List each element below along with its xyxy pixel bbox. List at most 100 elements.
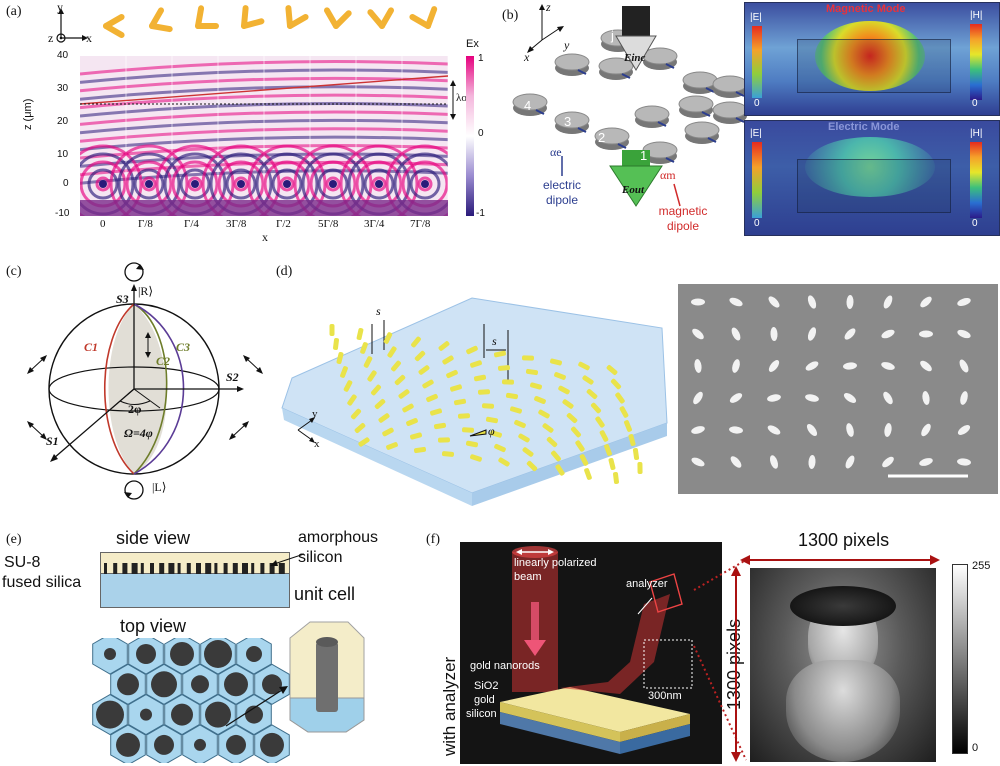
cell-ring [339,144,419,216]
pixels-v-arrow [731,566,741,762]
nanorod [387,346,397,358]
cb-tick-1: 1 [478,53,484,64]
nanorod [494,443,506,453]
s3-label: S3 [116,292,129,306]
sem-nanostructure [957,425,971,435]
electric-arrow [657,121,667,127]
phase-front-line [80,75,448,105]
pillar [242,563,248,574]
nanorod [354,422,366,434]
nanorod [608,457,616,471]
cell-ring [109,144,189,216]
silicon-label: silicon [466,708,497,720]
cell-ring [233,176,249,192]
metasurface-discs [512,6,748,207]
pillar [150,563,154,574]
hex-pillar [96,700,124,729]
panel-e-label: (e) [6,532,22,547]
nanorod [430,408,442,416]
nanorod [383,332,393,344]
analyzer-label: analyzer [626,578,668,590]
panel-e: (e) side view amorphous silicon SU-8 fus… [0,520,400,766]
cell-ring [363,168,395,200]
e-inc-label: Einc [624,52,646,64]
nanorod [356,327,364,341]
cell-ring [293,144,373,216]
colorbar [466,56,474,216]
sem-nanostructure [957,458,971,466]
source-block [622,6,650,36]
nanorod [613,471,619,485]
sem-nanostructure [767,394,781,402]
electric-arrow [701,111,711,117]
nanorod [542,423,554,433]
c1-label: C1 [84,340,99,354]
xtick-0: 0 [100,218,106,230]
portrait-image [750,568,936,762]
omega-label: Ω=4φ [124,426,153,440]
output-stem [622,150,650,166]
xtick-2: Γ/4 [184,218,199,230]
pillar [223,563,228,574]
sem-nanostructure [883,295,893,309]
nanorod [453,398,467,406]
hex-pillar [194,738,206,751]
unit-cell-drawing [289,621,365,733]
nanorod [521,355,535,361]
h-abs-1: |H| [970,10,983,21]
sem-nanostructure [805,394,819,402]
disc-top [554,53,590,71]
nanorod [505,392,519,400]
nanorod [470,360,482,368]
nanorod [360,342,368,354]
nanorod [336,351,344,365]
nanorod [530,382,542,390]
nanorod [570,426,582,438]
nanorod [599,430,609,442]
hex-pillar [151,671,177,698]
zero-1: 0 [754,98,760,109]
nanorod [562,399,574,409]
nanorod [378,413,390,423]
cell-center [145,180,153,188]
h-scale-bar-1 [970,24,982,100]
nanorod [470,454,482,462]
hex-pillar [191,675,209,694]
cell-center [375,180,383,188]
nanorod [604,444,612,456]
zoom-connectors [693,559,747,761]
nanorod [433,422,447,430]
substrate-band [80,200,448,216]
panel-b-label: (b) [502,8,519,23]
magnetic-dipole-label: magnetic dipole [658,204,708,233]
l-state: |L⟩ [152,480,167,494]
gold-label: gold [474,694,495,706]
nanorod [382,427,394,437]
unit-cell-arrow [225,686,288,727]
sem-nanostructure [882,456,894,468]
panel-b: (b) z y x j 4 3 2 1 Einc Eout αe electri… [500,0,1000,245]
pillar [269,563,275,574]
nanorod [465,440,479,448]
v-antenna [285,5,309,29]
sem-nanostructure [846,295,854,309]
nanorod [514,419,526,429]
nanorod [619,406,629,418]
axis-z-label: z [48,31,54,45]
panel-c: (c) S3 |R⟩ S2 S1 C1 C2 C3 [0,258,270,513]
nanorod [386,442,398,450]
sem-nanostructure [884,423,892,437]
e-scale-bar-2 [752,142,762,218]
nanorod [358,437,370,447]
electric-arrow [665,63,675,69]
xtick-4: Γ/2 [276,218,291,230]
nanorod [370,384,382,396]
pillar [177,563,181,574]
alpha-e: αe [550,145,562,159]
sem-nanostructure [957,297,971,307]
sem-nanostructure [768,360,780,372]
nanorod [422,379,434,389]
disc-top [594,127,630,145]
e-out-label: Eout [622,184,645,196]
nanorod [410,432,422,440]
